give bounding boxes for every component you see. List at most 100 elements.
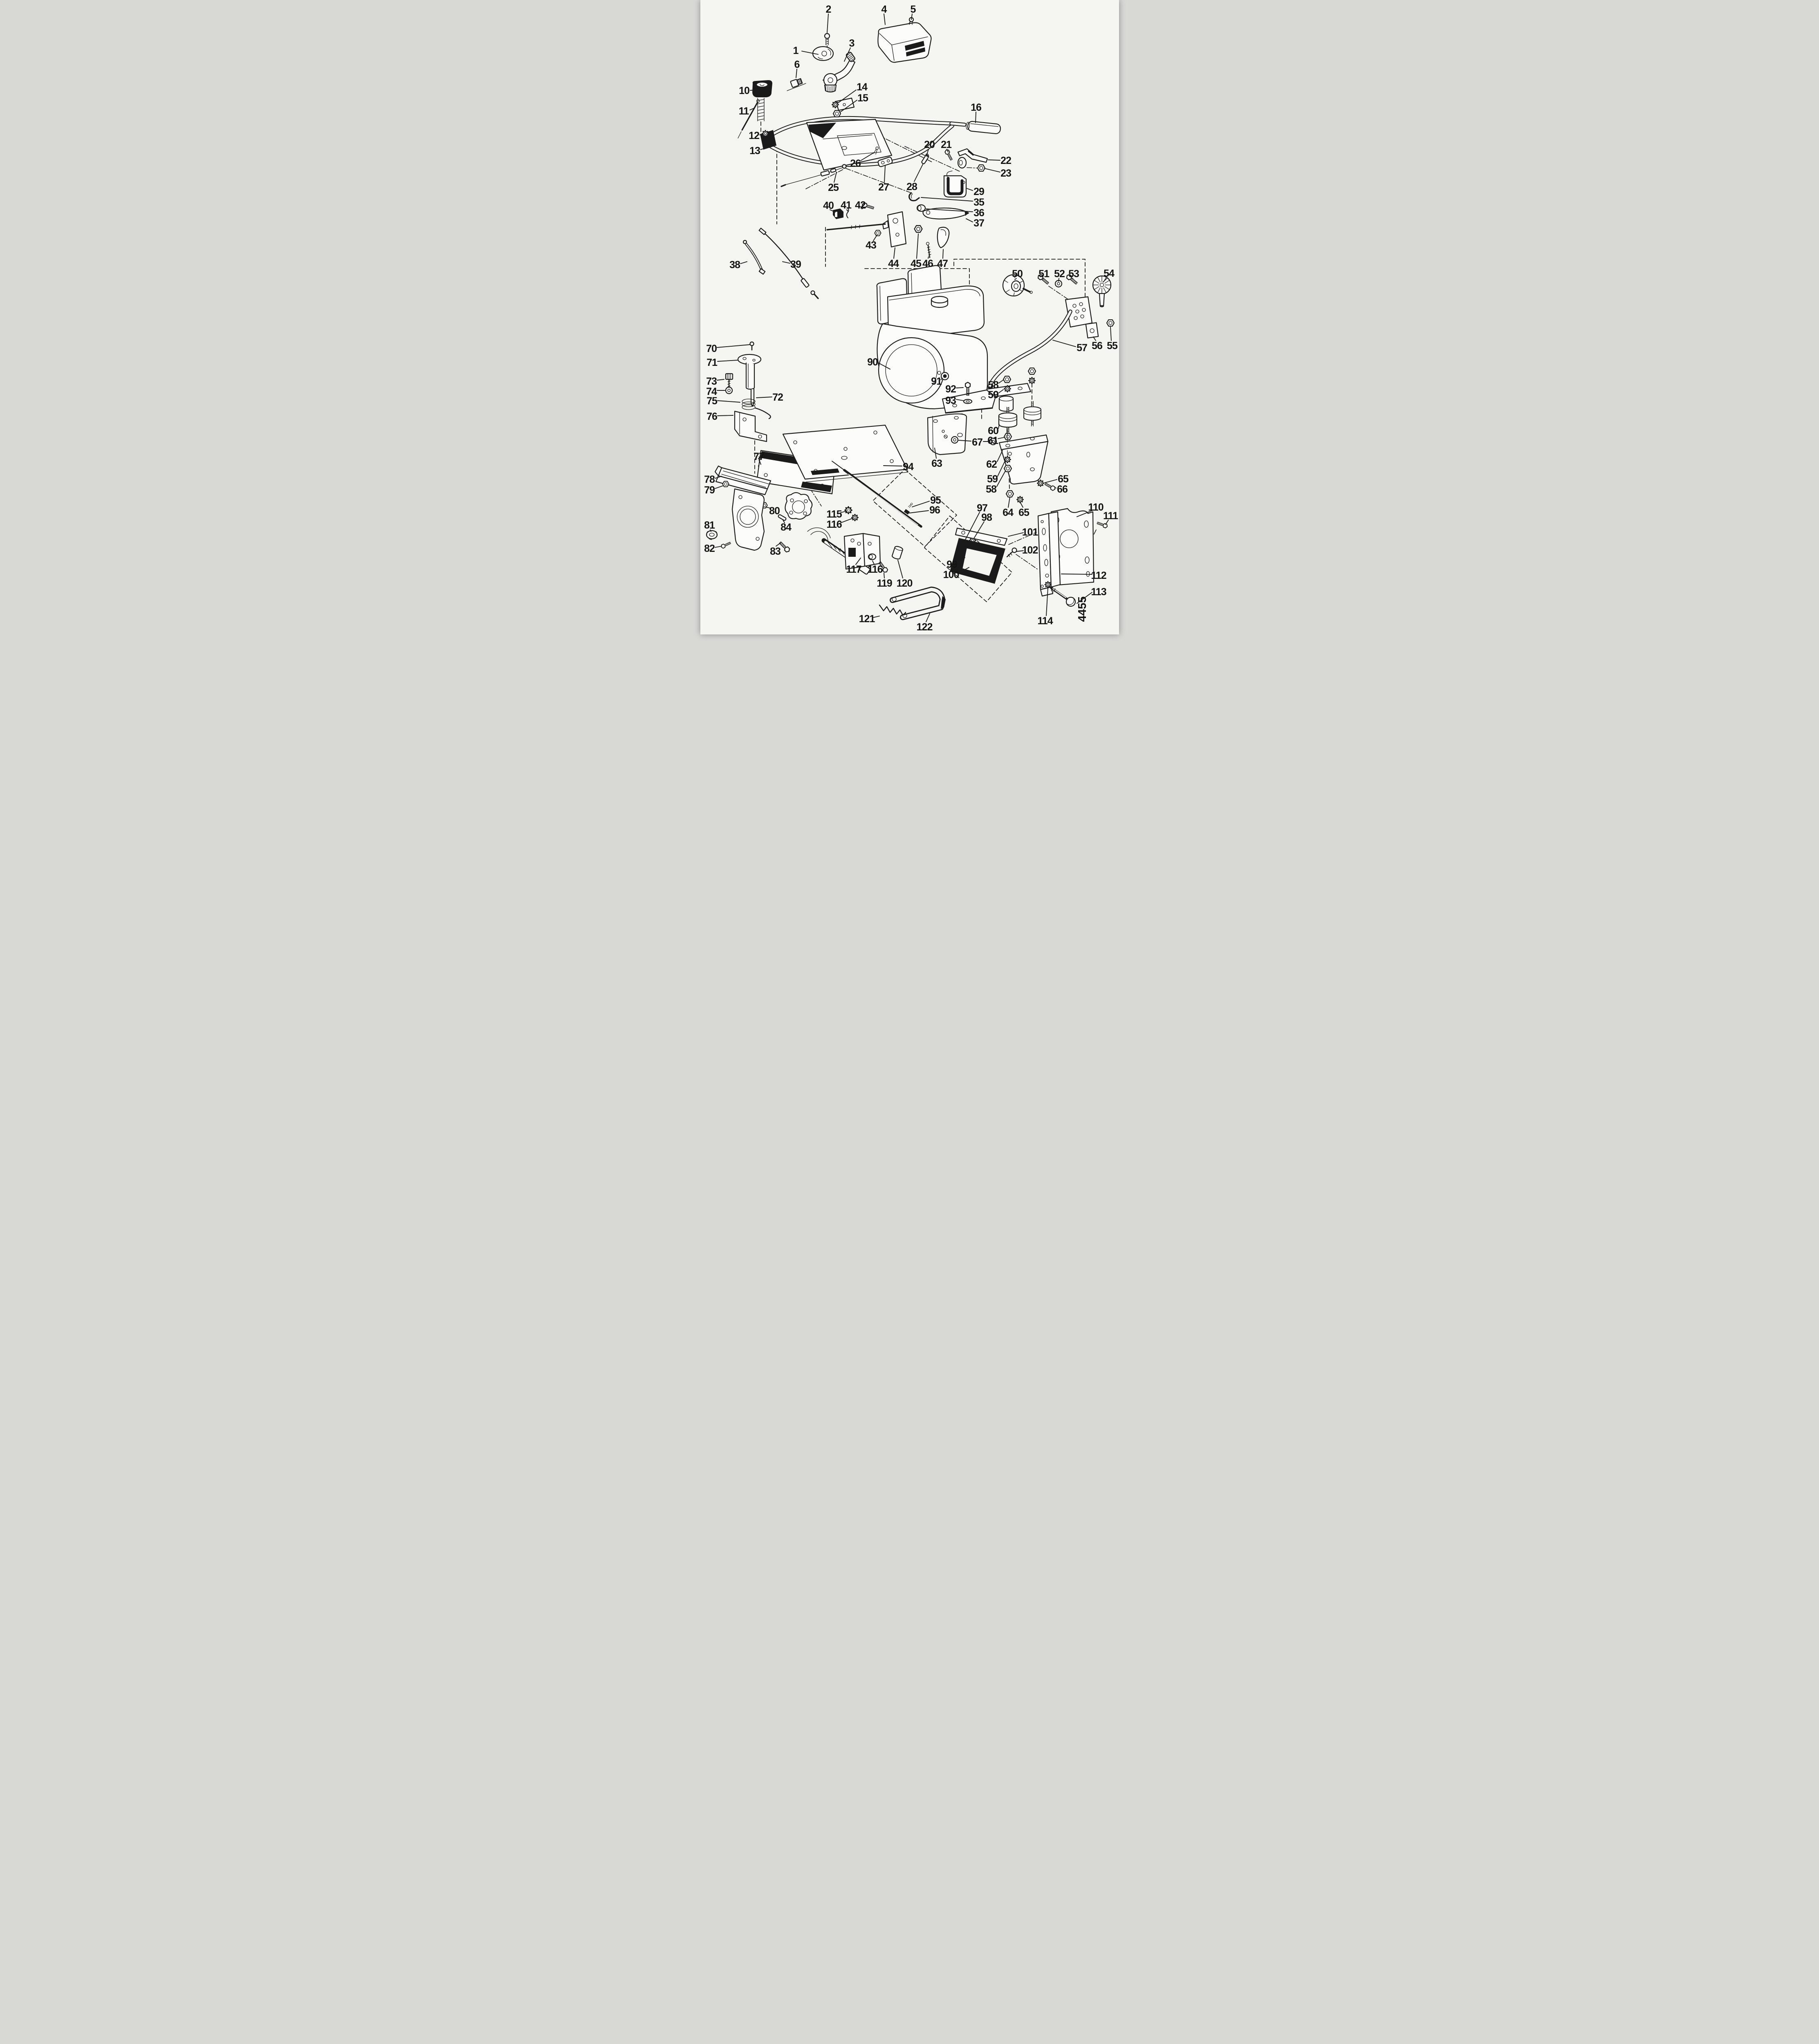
throttle-cable-39	[758, 228, 819, 299]
part-number-54: 54	[1104, 268, 1115, 279]
part-number-100: 100	[943, 569, 959, 580]
part-number-16: 16	[971, 102, 981, 113]
callout-78: 78	[704, 474, 722, 485]
part-number-116a: 116	[826, 519, 841, 530]
belt-guard-finger-47	[937, 226, 949, 249]
callout-leader-2	[826, 13, 829, 33]
compression-spring-121	[879, 604, 906, 616]
callout-73: 73	[706, 376, 724, 387]
callout-leader-45	[916, 233, 919, 259]
engine-mount-arm-57	[986, 296, 1092, 412]
screw-46	[926, 242, 931, 258]
callout-84: 84	[781, 520, 792, 533]
callout-54: 54	[1102, 268, 1115, 282]
detent-pin-113	[1050, 587, 1076, 607]
part-number-35: 35	[973, 197, 985, 208]
part-number-58b: 58	[986, 484, 997, 495]
hex-nut-58-right	[1027, 368, 1036, 375]
hex-nut-61	[1003, 433, 1012, 440]
callout-5: 5	[910, 4, 916, 20]
pivot-bracket-44	[826, 211, 906, 248]
callout-leader-113	[1076, 592, 1092, 604]
callout-leader-122	[925, 613, 930, 622]
callout-27: 27	[878, 166, 889, 193]
clamp-plate-56	[1085, 322, 1099, 338]
depth-adjust-knob	[752, 80, 772, 121]
part-number-71: 71	[707, 357, 718, 368]
callout-72: 72	[756, 392, 783, 403]
callout-51: 51	[1038, 268, 1050, 280]
hex-bolt-66	[1043, 481, 1056, 492]
callout-70: 70	[706, 343, 750, 354]
callout-40: 40	[823, 200, 836, 213]
callout-leader-25	[833, 172, 837, 183]
callout-leader-21	[946, 149, 949, 152]
part-number-59b: 59	[987, 473, 998, 485]
part-number-112: 112	[1091, 570, 1106, 581]
housing-gasket	[784, 492, 812, 520]
hex-bolt-21	[944, 148, 954, 161]
cable-adjuster-fitting	[786, 78, 806, 91]
flat-washer-74	[725, 386, 733, 394]
callout-leader-95	[911, 501, 930, 507]
hex-nut-58-left	[1003, 376, 1011, 383]
part-number-62: 62	[986, 459, 997, 470]
callout-leader-80	[765, 507, 771, 509]
callout-leader-29	[966, 188, 973, 191]
part-number-121: 121	[859, 613, 875, 625]
callout-leader-4	[883, 13, 886, 25]
keps-nut-115	[844, 506, 852, 515]
clevis-strap-122	[889, 587, 946, 620]
callout-leader-78	[714, 476, 722, 479]
callout-leader-101	[1007, 532, 1024, 537]
part-number-92: 92	[945, 383, 956, 395]
callout-leader-65a	[1044, 479, 1057, 483]
callout-29: 29	[966, 186, 984, 197]
part-number-22: 22	[1000, 155, 1011, 166]
part-number-83: 83	[770, 546, 781, 557]
flat-washer-67-left	[951, 436, 958, 444]
clutch-lever-37	[922, 207, 969, 220]
part-number-66: 66	[1057, 484, 1068, 495]
callout-11: 11	[738, 105, 755, 117]
callout-53: 53	[1068, 268, 1079, 280]
callout-leader-117	[855, 558, 861, 565]
part-number-79: 79	[704, 484, 715, 496]
part-number-44: 44	[888, 258, 899, 269]
callout-leader-58a	[998, 380, 1003, 383]
callout-leader-116b	[872, 560, 875, 565]
part-number-64: 64	[1003, 507, 1014, 518]
callout-leader-83	[775, 542, 781, 547]
part-number-51: 51	[1038, 268, 1050, 280]
throttle-lever	[822, 52, 855, 93]
callout-90: 90	[867, 356, 890, 370]
callout-102: 102	[1016, 545, 1038, 556]
part-number-96: 96	[929, 504, 940, 516]
callout-79: 79	[704, 484, 724, 496]
callout-115: 115	[826, 509, 847, 520]
callout-leader-100	[958, 567, 969, 574]
part-number-43: 43	[866, 240, 876, 251]
part-number-38: 38	[729, 259, 740, 271]
part-number-102: 102	[1022, 545, 1038, 556]
callout-6: 6	[794, 59, 800, 78]
part-number-81: 81	[704, 520, 715, 531]
callout-leader-90	[878, 363, 890, 370]
part-number-75: 75	[707, 395, 718, 407]
shoulder-screw-70	[749, 341, 754, 351]
diagram-artwork	[706, 17, 1115, 620]
callout-44: 44	[888, 247, 899, 269]
hex-nut-15	[832, 110, 841, 117]
part-number-70: 70	[706, 343, 717, 354]
callout-76: 76	[707, 411, 733, 422]
part-number-6: 6	[794, 59, 799, 70]
callout-leader-115	[840, 511, 847, 513]
callout-58a: 58	[988, 379, 1003, 391]
air-cleaner-cover	[877, 22, 932, 63]
callout-leader-81	[709, 529, 711, 532]
callout-58b: 58	[986, 471, 1006, 495]
callout-leader-60	[998, 424, 1000, 429]
oil-fill-plug-91	[937, 371, 949, 381]
part-number-26: 26	[850, 158, 861, 169]
part-number-25: 25	[828, 182, 839, 193]
